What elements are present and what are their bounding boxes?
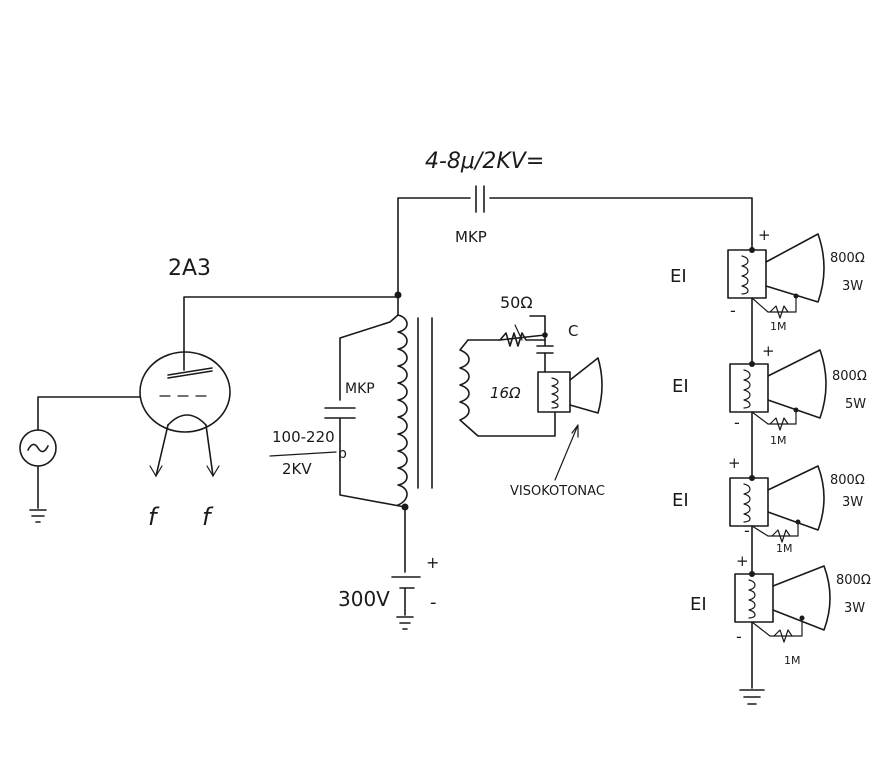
- shunt-cap-voltage-label: 2KV: [282, 460, 312, 478]
- shunt-cap-unit-label: p: [338, 446, 347, 462]
- speaker-4-ei-label: EI: [690, 594, 707, 615]
- speaker-1-impedance-label: 800Ω: [830, 251, 865, 266]
- speaker-1-ei-label: EI: [670, 266, 687, 287]
- signal-source-icon: [19, 429, 57, 509]
- horn-speaker-icon: [727, 233, 825, 319]
- coupling-cap-type-label: MKP: [455, 228, 487, 246]
- ground-icon: [29, 509, 47, 523]
- speaker-3-ei-label: EI: [672, 490, 689, 511]
- tweeter-circuit: [459, 315, 556, 437]
- horn-speaker-icon: [729, 349, 827, 431]
- speaker-1-power-label: 3W: [842, 279, 863, 294]
- tweeter-impedance-label: 16Ω: [490, 384, 521, 402]
- coupling-cap-value-label: 4-8μ/2KV=: [425, 149, 544, 174]
- shunt-capacitor: [324, 407, 356, 441]
- speaker-1-resistor-label: 1M: [770, 320, 787, 333]
- horn-speaker-icon: [734, 565, 831, 643]
- speaker-1-minus-label: -: [730, 301, 736, 320]
- speaker-2-plus-label: +: [762, 342, 775, 360]
- coupling-capacitor: [397, 185, 753, 296]
- speaker-4-power-label: 3W: [844, 601, 865, 616]
- tube-label: 2A3: [168, 256, 211, 281]
- tweeter-cap-label: C: [568, 322, 578, 340]
- battery-plus-label: +: [426, 553, 439, 572]
- speaker-2-minus-label: -: [734, 413, 740, 432]
- speaker-2-resistor-label: 1M: [770, 434, 787, 447]
- speaker-2-ei-label: EI: [672, 376, 689, 397]
- heater-left-label: f: [148, 503, 160, 531]
- fraction-line: [269, 451, 337, 457]
- supply-voltage-label: 300V: [338, 587, 390, 611]
- tweeter-name-label: VISOKOTONAC: [510, 484, 605, 499]
- speaker-2-power-label: 5W: [845, 397, 866, 412]
- speaker-3-impedance-label: 800Ω: [830, 473, 865, 488]
- tweeter-pointer-arrow: [554, 424, 579, 481]
- speaker-4-plus-label: +: [736, 552, 749, 570]
- battery-icon: [391, 576, 421, 630]
- triode-tube-icon: [37, 296, 399, 477]
- heater-right-label: f: [202, 503, 214, 531]
- tweeter-horn-icon: [537, 357, 603, 414]
- battery-minus-label: -: [430, 592, 437, 613]
- horn-speaker-icon: [729, 465, 825, 543]
- speaker-3-minus-label: -: [744, 521, 750, 540]
- shunt-cap-type-label: MKP: [345, 381, 375, 397]
- speaker-1-plus-label: +: [758, 226, 771, 244]
- speaker-4-resistor-label: 1M: [784, 654, 801, 667]
- tweeter-attenuator-label: 50Ω: [500, 293, 533, 312]
- speaker-3-power-label: 3W: [842, 495, 863, 510]
- shunt-cap-value-label: 100-220: [272, 428, 335, 446]
- speaker-2-impedance-label: 800Ω: [832, 369, 867, 384]
- ground-icon: [739, 689, 765, 705]
- speaker-3-resistor-label: 1M: [776, 542, 793, 555]
- speaker-4-impedance-label: 800Ω: [836, 573, 871, 588]
- speaker-3-plus-label: +: [728, 454, 741, 472]
- transformer-icon: [339, 291, 433, 573]
- speaker-4-minus-label: -: [736, 627, 742, 646]
